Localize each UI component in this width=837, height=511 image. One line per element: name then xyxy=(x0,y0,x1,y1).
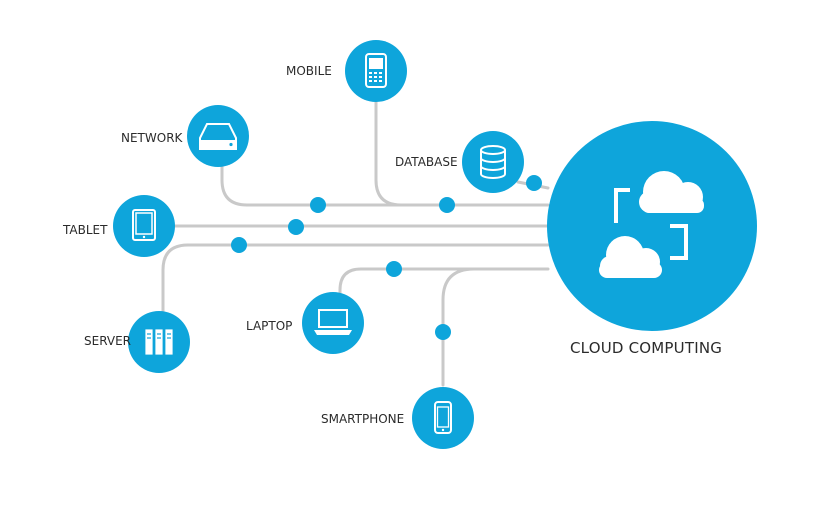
junction-dot xyxy=(310,197,326,213)
cloud-computing-label: CLOUD COMPUTING xyxy=(570,339,723,357)
junction-dot xyxy=(439,197,455,213)
hard-drive-icon xyxy=(199,123,237,150)
node-network[interactable] xyxy=(187,105,249,167)
server-label: SERVER xyxy=(84,334,132,348)
mobile-label: MOBILE xyxy=(286,64,332,78)
network-label: NETWORK xyxy=(121,131,183,145)
smartphone-label: SMARTPHONE xyxy=(321,412,405,426)
connector-lines xyxy=(161,100,550,387)
database-label: DATABASE xyxy=(395,155,458,169)
tablet-label: TABLET xyxy=(63,223,108,237)
connector-smartphone xyxy=(441,267,476,387)
mobile-phone-icon xyxy=(365,53,387,88)
cloud-sync-icon xyxy=(599,171,704,278)
junction-dot xyxy=(435,324,451,340)
laptop-label: LAPTOP xyxy=(246,319,293,333)
smartphone-icon xyxy=(434,401,452,434)
node-database[interactable] xyxy=(462,131,524,193)
connector-mobile xyxy=(374,100,403,207)
node-laptop[interactable] xyxy=(302,292,364,354)
connector-network xyxy=(220,163,550,207)
node-mobile[interactable] xyxy=(345,40,407,102)
junction-dot xyxy=(231,237,247,253)
node-server[interactable] xyxy=(128,311,190,373)
laptop-icon xyxy=(314,309,352,335)
server-icon xyxy=(144,328,174,356)
database-icon xyxy=(480,145,506,179)
junction-dots xyxy=(231,175,542,340)
tablet-icon xyxy=(132,209,156,241)
node-tablet[interactable] xyxy=(113,195,175,257)
junction-dot xyxy=(288,219,304,235)
junction-dot xyxy=(386,261,402,277)
connector-laptop xyxy=(338,267,550,296)
connector-server xyxy=(161,243,550,315)
cloud-computing-hub[interactable] xyxy=(547,121,757,331)
junction-dot xyxy=(526,175,542,191)
node-smartphone[interactable] xyxy=(412,387,474,449)
